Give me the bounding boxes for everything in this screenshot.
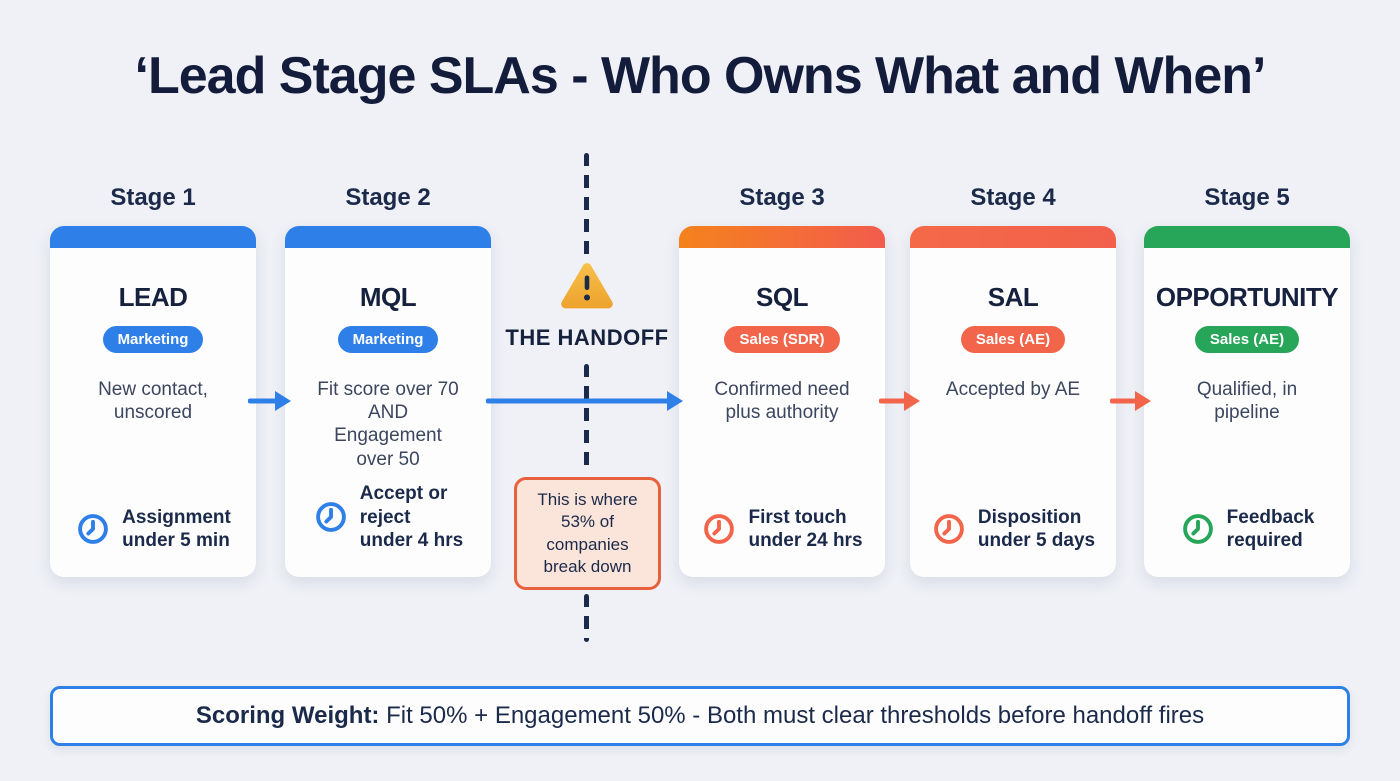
stage-column-mql: Stage 2 MQL Marketing Fit score over 70 … bbox=[285, 184, 491, 577]
card-accent-bar bbox=[910, 226, 1116, 248]
scoring-weight-detail: Fit 50% + Engagement 50% - Both must cle… bbox=[379, 702, 1205, 729]
scoring-weight-label: Scoring Weight: bbox=[195, 702, 380, 729]
sla-row: Disposition under 5 days bbox=[919, 506, 1107, 554]
sla-text: Feedback required bbox=[1226, 506, 1315, 552]
page-title: ‘Lead Stage SLAs - Who Owns What and Whe… bbox=[134, 47, 1267, 105]
clock-icon bbox=[701, 511, 737, 547]
scoring-weight-text: Scoring Weight: Fit 50% + Engagement 50%… bbox=[196, 702, 1204, 730]
sla-text: First touch under 24 hrs bbox=[748, 506, 863, 552]
stage-label: Stage 4 bbox=[970, 184, 1056, 211]
stage-column-lead: Stage 1 LEAD Marketing New contact, unsc… bbox=[50, 184, 256, 577]
sla-row: First touch under 24 hrs bbox=[689, 506, 874, 554]
clock-icon bbox=[931, 511, 967, 547]
card-accent-bar bbox=[50, 226, 256, 248]
stage-description: Accepted by AE bbox=[945, 379, 1081, 400]
handoff-callout: This is where 53% of companies break dow… bbox=[514, 477, 661, 590]
stage-column-sql: Stage 3 SQL Sales (SDR) Confirmed need p… bbox=[679, 184, 885, 577]
sla-text: Disposition under 5 days bbox=[977, 506, 1096, 552]
sla-text: Accept or reject under 4 hrs bbox=[359, 482, 464, 552]
card-accent-bar bbox=[285, 226, 491, 248]
stage-description: Fit score over 70 AND Engagement over 50 bbox=[317, 379, 459, 470]
handoff-title: THE HANDOFF bbox=[505, 325, 669, 350]
owner-badge: Sales (AE) bbox=[960, 326, 1066, 353]
card-accent-bar bbox=[1144, 226, 1350, 248]
flow-arrow-sql-to-sal bbox=[879, 386, 921, 416]
stage-name: MQL bbox=[359, 282, 417, 312]
stage-label: Stage 1 bbox=[110, 184, 196, 211]
stage-name: SAL bbox=[987, 282, 1039, 312]
owner-badge: Marketing bbox=[337, 326, 439, 353]
handoff-dashed-line bbox=[584, 153, 589, 261]
handoff-dashed-line bbox=[584, 364, 589, 474]
stage-label: Stage 2 bbox=[345, 184, 431, 211]
sla-row: Assignment under 5 min bbox=[63, 506, 243, 554]
stage-column-sal: Stage 4 SAL Sales (AE) Accepted by AE Di… bbox=[910, 184, 1116, 577]
clock-icon bbox=[75, 511, 111, 547]
flow-arrow-sal-to-opportunity bbox=[1110, 386, 1152, 416]
clock-icon bbox=[1180, 511, 1216, 547]
stage-label: Stage 3 bbox=[739, 184, 825, 211]
owner-badge: Sales (SDR) bbox=[724, 326, 840, 353]
flow-arrow-mql-to-sql bbox=[486, 386, 684, 416]
stage-card: MQL Marketing Fit score over 70 AND Enga… bbox=[285, 226, 491, 577]
clock-icon bbox=[313, 499, 349, 535]
owner-badge: Sales (AE) bbox=[1194, 326, 1300, 353]
scoring-weight-banner: Scoring Weight: Fit 50% + Engagement 50%… bbox=[50, 686, 1350, 746]
sla-row: Feedback required bbox=[1168, 506, 1327, 554]
owner-badge: Marketing bbox=[102, 326, 204, 353]
sla-row: Accept or reject under 4 hrs bbox=[301, 482, 475, 553]
stage-label: Stage 5 bbox=[1204, 184, 1290, 211]
stage-card: SAL Sales (AE) Accepted by AE Dispositio… bbox=[910, 226, 1116, 577]
warning-triangle-icon bbox=[560, 262, 614, 310]
stage-name: SQL bbox=[756, 282, 808, 312]
flow-arrow-lead-to-mql bbox=[248, 386, 292, 416]
stage-description: Qualified, in pipeline bbox=[1196, 379, 1298, 424]
stage-description: Confirmed need plus authority bbox=[714, 379, 850, 424]
stage-name: LEAD bbox=[118, 282, 188, 312]
stage-card: SQL Sales (SDR) Confirmed need plus auth… bbox=[679, 226, 885, 577]
handoff-dashed-line bbox=[584, 594, 589, 642]
stage-name: OPPORTUNITY bbox=[1155, 282, 1339, 312]
sla-text: Assignment under 5 min bbox=[122, 506, 231, 552]
stage-column-opportunity: Stage 5 OPPORTUNITY Sales (AE) Qualified… bbox=[1144, 184, 1350, 577]
card-accent-bar bbox=[679, 226, 885, 248]
stage-description: New contact, unscored bbox=[98, 379, 208, 424]
stage-card: OPPORTUNITY Sales (AE) Qualified, in pip… bbox=[1144, 226, 1350, 577]
stage-card: LEAD Marketing New contact, unscored Ass… bbox=[50, 226, 256, 577]
